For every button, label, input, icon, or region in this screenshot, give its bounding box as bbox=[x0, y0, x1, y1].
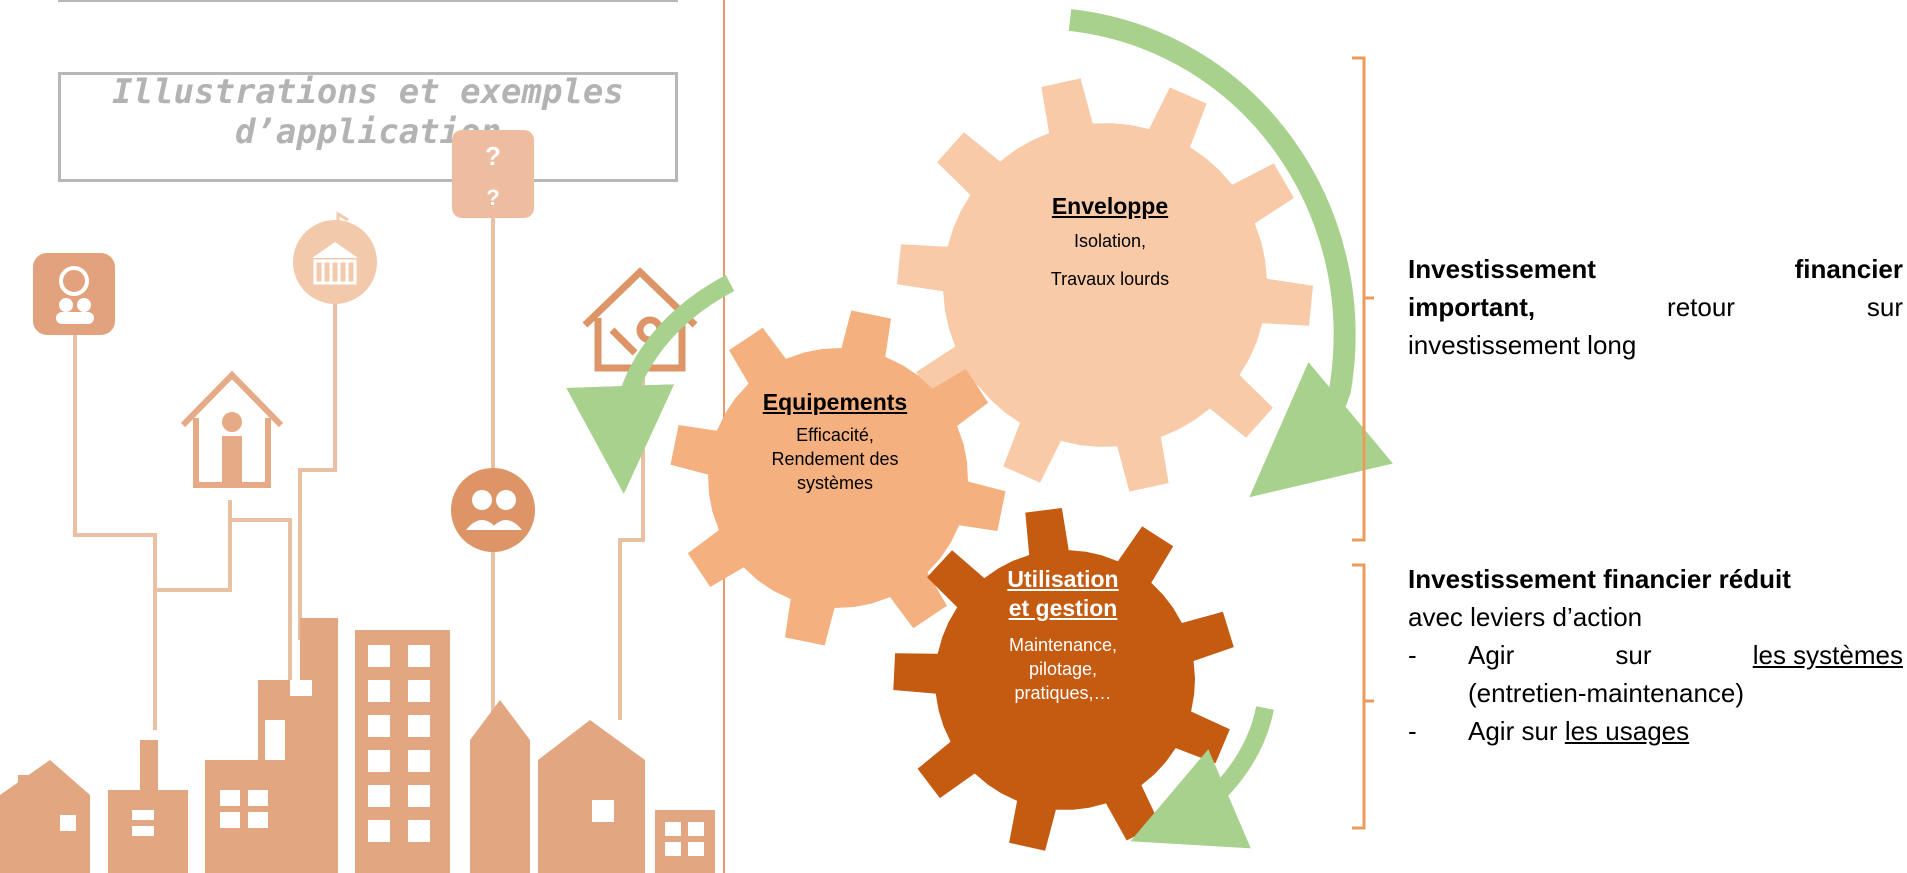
block1-line1: Investissement financier bbox=[1408, 250, 1903, 288]
equipements-title: Equipements bbox=[762, 389, 908, 415]
block2-item2-prefix: Agir sur bbox=[1468, 716, 1565, 746]
museum-icon bbox=[293, 211, 377, 304]
settings-people-icon bbox=[33, 253, 115, 335]
block1-word2: financier bbox=[1794, 254, 1903, 284]
equipements-gear bbox=[670, 310, 1006, 646]
block1-line3: investissement long bbox=[1408, 330, 1637, 360]
block2-item2-bullet: - bbox=[1408, 716, 1417, 746]
city-illustration: ? ? bbox=[0, 130, 715, 873]
envelope-line1: Isolation, bbox=[1073, 231, 1147, 251]
arrow-bottom-curved bbox=[1130, 706, 1274, 849]
block2-item2-link: les usages bbox=[1564, 716, 1690, 746]
envelope-title: Enveloppe bbox=[1051, 193, 1169, 219]
question-mark-top: ? bbox=[485, 141, 501, 171]
block1-line2: important, retour sur bbox=[1408, 288, 1903, 326]
top-divider-line bbox=[58, 0, 678, 2]
utilisation-label: Utilisation et gestion Maintenance, pilo… bbox=[978, 565, 1148, 705]
envelope-label: Enveloppe Isolation, Travaux lourds bbox=[1000, 192, 1220, 291]
question-board-icon: ? ? bbox=[452, 130, 534, 218]
right-block-important: Investissement financier important, reto… bbox=[1408, 250, 1903, 364]
block2-subheading: avec leviers d’action bbox=[1408, 602, 1643, 632]
equipements-line1: Efficacité, bbox=[796, 425, 874, 445]
block2-item1-line1: Agir sur les systèmes bbox=[1468, 636, 1903, 674]
arrow-top-curved bbox=[1068, 9, 1393, 498]
block2-item1-a: Agir bbox=[1468, 640, 1515, 670]
block2-item1-b: sur bbox=[1615, 640, 1652, 670]
block2-item1-c: les systèmes bbox=[1752, 640, 1903, 670]
illustration-title-line1: Illustrations et exemples bbox=[112, 72, 624, 112]
question-mark-bottom: ? bbox=[486, 185, 499, 210]
block1-word4: retour bbox=[1667, 292, 1735, 322]
right-block-reduit: Investissement financier réduit avec lev… bbox=[1408, 560, 1903, 750]
equipements-line3: systèmes bbox=[796, 473, 874, 493]
utilisation-title-line1: Utilisation bbox=[1007, 566, 1119, 592]
equipements-label: Equipements Efficacité, Rendement des sy… bbox=[725, 388, 945, 495]
block1-word3: important, bbox=[1408, 292, 1536, 322]
envelope-line2: Travaux lourds bbox=[1050, 269, 1170, 289]
utilisation-title-line2: et gestion bbox=[1008, 595, 1118, 621]
utilisation-line1: Maintenance, bbox=[1008, 635, 1118, 655]
block2-heading: Investissement financier réduit bbox=[1408, 564, 1791, 594]
equipements-line2: Rendement des bbox=[771, 449, 899, 469]
elderly-house-icon bbox=[180, 370, 284, 488]
people-group-icon bbox=[451, 468, 535, 552]
block2-item1-cont: (entretien-maintenance) bbox=[1468, 678, 1745, 708]
bracket-top bbox=[1352, 56, 1374, 542]
city-skyline bbox=[0, 618, 715, 873]
block2-item1: - Agir sur les systèmes (entretien-maint… bbox=[1408, 636, 1903, 712]
block2-item1-bullet: - bbox=[1408, 640, 1417, 670]
block2-item2: - Agir sur les usages bbox=[1408, 712, 1903, 750]
illustration-title-box bbox=[58, 72, 678, 182]
envelope-gear bbox=[897, 78, 1313, 492]
illustration-title: Illustrations et exemples d’application bbox=[58, 72, 678, 152]
utilisation-line3: pratiques,… bbox=[1014, 683, 1112, 703]
block1-word5: sur bbox=[1866, 292, 1903, 322]
utilisation-line2: pilotage, bbox=[1028, 659, 1098, 679]
bracket-bottom bbox=[1352, 563, 1374, 830]
block1-word1: Investissement bbox=[1408, 254, 1596, 284]
arrow-left-curved bbox=[566, 275, 735, 494]
